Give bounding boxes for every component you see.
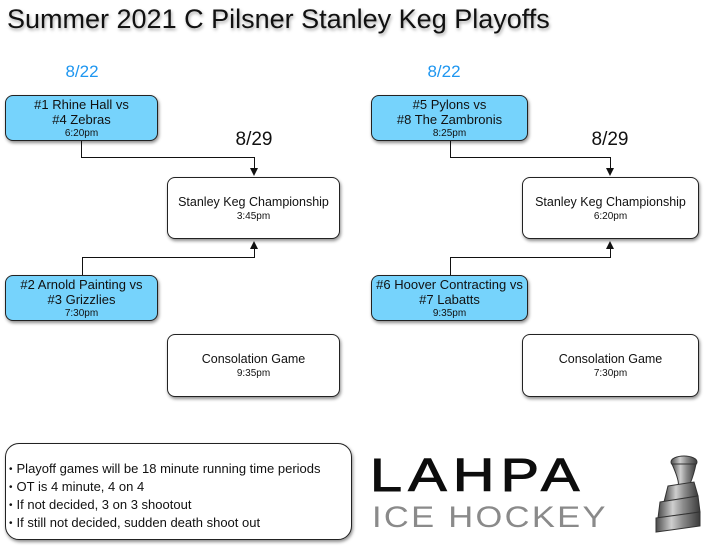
connector-line xyxy=(254,248,255,258)
rules-notes-box: Playoff games will be 18 minute running … xyxy=(5,443,352,540)
game-box[interactable]: #5 Pylons vs #8 The Zambronis 8:25pm xyxy=(371,95,528,141)
game-matchup-line2: #7 Labatts xyxy=(419,291,480,307)
game-box[interactable]: #1 Rhine Hall vs #4 Zebras 6:20pm xyxy=(5,95,158,141)
consolation-time: 7:30pm xyxy=(593,368,628,379)
game-matchup-line2: #8 The Zambronis xyxy=(396,111,503,127)
connector-line xyxy=(450,257,611,258)
connector-line xyxy=(450,141,451,157)
round1-date: 8/22 xyxy=(65,62,99,81)
game-matchup-line2: #3 Grizzlies xyxy=(47,291,116,307)
consolation-box[interactable]: Consolation Game 7:30pm xyxy=(522,334,699,397)
consolation-label: Consolation Game xyxy=(201,352,306,366)
logo-wordmark: LAHPA xyxy=(369,449,586,501)
game-matchup-line1: #2 Arnold Painting vs xyxy=(20,276,143,292)
arrow-up-icon xyxy=(606,241,614,249)
championship-box[interactable]: Stanley Keg Championship 6:20pm xyxy=(522,177,699,239)
trophy-cup-icon xyxy=(655,455,701,533)
final-date: 8/29 xyxy=(235,129,273,150)
game-time: 8:25pm xyxy=(432,127,467,139)
connector-line xyxy=(610,248,611,258)
consolation-label: Consolation Game xyxy=(558,352,663,366)
connector-line xyxy=(81,157,255,158)
rule-item: Playoff games will be 18 minute running … xyxy=(9,460,351,478)
game-matchup-line1: #6 Hoover Contracting vs xyxy=(376,276,523,292)
rules-list: Playoff games will be 18 minute running … xyxy=(9,460,351,532)
game-matchup-line2: #4 Zebras xyxy=(52,111,111,127)
rule-item: If still not decided, sudden death shoot… xyxy=(9,514,351,532)
connector-line xyxy=(610,157,611,170)
championship-time: 6:20pm xyxy=(593,210,628,222)
page-title: Summer 2021 C Pilsner Stanley Keg Playof… xyxy=(7,4,550,34)
game-matchup-line1: #5 Pylons vs xyxy=(412,96,487,112)
game-box[interactable]: #6 Hoover Contracting vs #7 Labatts 9:35… xyxy=(371,275,528,321)
connector-line xyxy=(254,157,255,170)
rule-item: OT is 4 minute, 4 on 4 xyxy=(9,478,351,496)
championship-label: Stanley Keg Championship xyxy=(535,194,686,209)
game-time: 9:35pm xyxy=(432,307,467,319)
arrow-up-icon xyxy=(250,241,258,249)
game-matchup-line1: #1 Rhine Hall vs xyxy=(34,96,129,112)
game-time: 6:20pm xyxy=(64,127,99,139)
connector-line xyxy=(82,257,83,275)
connector-line xyxy=(450,257,451,275)
logo-subtitle: ICE HOCKEY xyxy=(372,501,608,534)
championship-box[interactable]: Stanley Keg Championship 3:45pm xyxy=(167,177,340,239)
connector-line xyxy=(81,141,82,157)
connector-line xyxy=(82,257,255,258)
consolation-time: 9:35pm xyxy=(236,368,271,379)
game-box[interactable]: #2 Arnold Painting vs #3 Grizzlies 7:30p… xyxy=(5,275,158,321)
lahpa-logo: LAHPA ICE HOCKEY xyxy=(369,449,701,542)
final-date: 8/29 xyxy=(591,129,629,150)
connector-line xyxy=(450,157,611,158)
consolation-box[interactable]: Consolation Game 9:35pm xyxy=(167,334,340,397)
arrow-down-icon xyxy=(606,168,614,176)
game-time: 7:30pm xyxy=(64,307,99,319)
rule-item: If not decided, 3 on 3 shootout xyxy=(9,496,351,514)
arrow-down-icon xyxy=(250,168,258,176)
championship-label: Stanley Keg Championship xyxy=(178,194,329,209)
round1-date: 8/22 xyxy=(427,62,461,81)
championship-time: 3:45pm xyxy=(236,210,271,222)
